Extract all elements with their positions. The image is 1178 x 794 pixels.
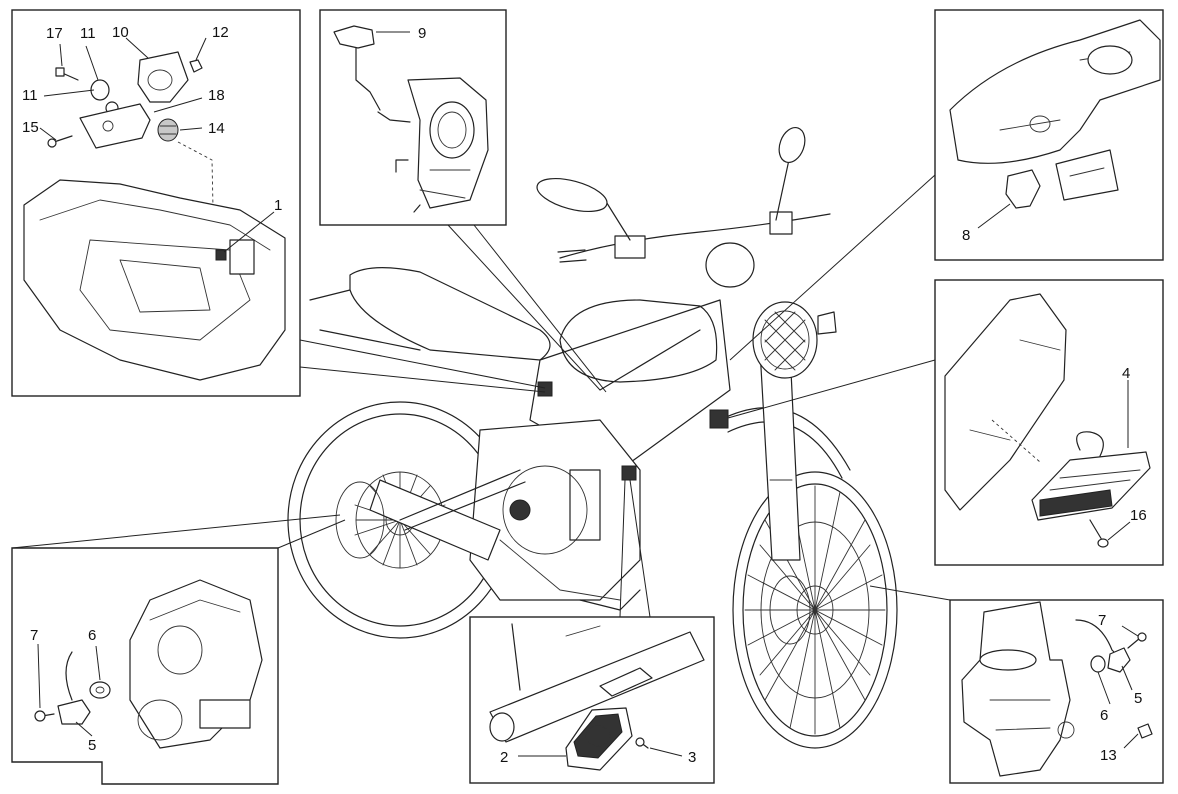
panel-airbox-sensor: 17 11 10 12 11 18 15 14 1 bbox=[11, 9, 301, 397]
panel-throttle-body-sensor: 9 bbox=[319, 9, 507, 226]
callout-5-rear: 5 bbox=[88, 737, 96, 754]
panel-horn: 2 3 bbox=[469, 616, 715, 784]
callout-7-rear: 7 bbox=[30, 627, 38, 644]
callout-6-front: 6 bbox=[1100, 707, 1108, 724]
callout-11-top: 11 bbox=[80, 25, 96, 42]
callout-1: 1 bbox=[274, 197, 282, 214]
motorcycle-illustration bbox=[287, 126, 898, 749]
callout-16: 16 bbox=[1130, 507, 1147, 524]
callout-12: 12 bbox=[212, 24, 229, 41]
panel-regulator: 4 16 bbox=[934, 279, 1164, 566]
callout-17: 17 bbox=[46, 25, 63, 42]
front-wheel bbox=[732, 471, 898, 749]
callout-14: 14 bbox=[208, 120, 225, 137]
callout-8: 8 bbox=[962, 227, 970, 244]
callout-10: 10 bbox=[112, 24, 129, 41]
callout-7-front: 7 bbox=[1098, 612, 1106, 629]
callout-9: 9 bbox=[418, 25, 426, 42]
leader-lines bbox=[11, 174, 951, 618]
callout-18: 18 bbox=[208, 87, 225, 104]
callout-4: 4 bbox=[1122, 365, 1130, 382]
panel-rear-abs-sensor: 7 6 5 bbox=[11, 547, 279, 785]
panel-steering-head-sensor: 8 bbox=[934, 9, 1164, 261]
callout-3: 3 bbox=[688, 749, 696, 766]
callout-5-front: 5 bbox=[1134, 690, 1142, 707]
callout-13: 13 bbox=[1100, 747, 1117, 764]
callout-15: 15 bbox=[22, 119, 39, 136]
panel-front-abs-sensor: 7 5 6 13 bbox=[949, 599, 1164, 784]
callout-2: 2 bbox=[500, 749, 508, 766]
callout-11-left: 11 bbox=[22, 87, 38, 104]
callout-6-rear: 6 bbox=[88, 627, 96, 644]
